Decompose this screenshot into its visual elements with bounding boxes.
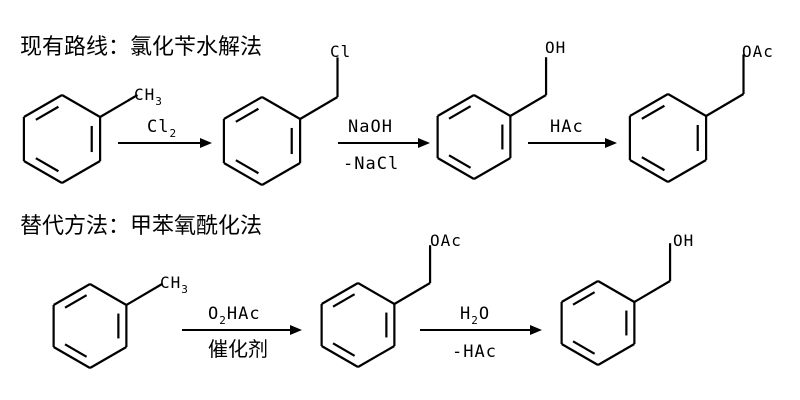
route1-benzyl-acetate-oac: OAc bbox=[742, 42, 774, 61]
route1-benzyl-chloride bbox=[222, 57, 339, 186]
route1-arrow3-head bbox=[605, 138, 617, 148]
ring-double-bond bbox=[35, 105, 59, 121]
substituent-bond bbox=[125, 283, 163, 306]
route1-benzyl-acetate bbox=[628, 54, 745, 183]
route1-step3-reagent: HAc bbox=[550, 117, 584, 137]
route2-title: 替代方法：甲苯氧酰化法 bbox=[20, 213, 262, 238]
ring-bond bbox=[223, 162, 263, 186]
ring-double-bond bbox=[572, 340, 596, 355]
route1-benzyl-alcohol-oh: OH bbox=[545, 38, 566, 57]
ring-bond bbox=[473, 94, 511, 117]
ring-bond bbox=[629, 93, 669, 117]
ring-double-bond bbox=[448, 105, 472, 120]
ring-bond bbox=[261, 96, 301, 120]
route1-toluene bbox=[22, 94, 139, 184]
ring-bond bbox=[561, 343, 599, 366]
substituent-bond bbox=[705, 93, 745, 117]
ring-double-bond bbox=[235, 159, 259, 175]
ring-bond bbox=[53, 346, 91, 369]
ring-bond bbox=[597, 343, 635, 366]
route2-toluene-ch3: CH3 bbox=[160, 273, 189, 296]
route2-arrow2-head bbox=[530, 325, 542, 335]
route2-step2-reagent: H2O bbox=[460, 304, 490, 327]
ring-double-bond bbox=[35, 157, 59, 173]
route2-step1-reagent: O2HAc bbox=[208, 304, 261, 327]
ring-double-bond bbox=[64, 343, 88, 358]
substituent-bond bbox=[99, 94, 139, 118]
ring-double-bond bbox=[448, 154, 472, 169]
ring-bond bbox=[629, 159, 669, 183]
ring-bond bbox=[561, 280, 599, 303]
ring-bond bbox=[89, 283, 127, 306]
ring-bond bbox=[23, 160, 63, 184]
route2-benzyl-acetate-oac: OAc bbox=[430, 231, 462, 250]
ring-bond bbox=[89, 346, 127, 369]
ring-bond bbox=[437, 157, 475, 180]
route1-arrow1-head bbox=[200, 138, 212, 148]
route1-step2-reagent: NaOH bbox=[348, 117, 393, 137]
route1-benzyl-chloride-cl: Cl bbox=[330, 42, 351, 61]
route2-benzyl-alcohol-oh: OH bbox=[673, 231, 694, 250]
ring-bond bbox=[321, 282, 359, 305]
ring-bond bbox=[473, 157, 511, 180]
route2-benzyl-acetate bbox=[320, 245, 432, 368]
ring-bond bbox=[61, 160, 101, 184]
ring-bond bbox=[223, 96, 263, 120]
ring-bond bbox=[357, 282, 395, 305]
ring-bond bbox=[23, 94, 63, 118]
ring-bond bbox=[61, 94, 101, 118]
route2-benzyl-alcohol bbox=[560, 243, 672, 366]
route1-benzyl-alcohol bbox=[436, 57, 548, 180]
ring-bond bbox=[321, 345, 359, 368]
route2-step1-catalyst: 催化剂 bbox=[208, 337, 268, 361]
route2-toluene bbox=[52, 283, 163, 369]
ring-bond bbox=[667, 159, 707, 183]
ring-double-bond bbox=[572, 291, 596, 306]
route1-toluene-ch3: CH3 bbox=[134, 85, 163, 108]
ring-bond bbox=[437, 94, 475, 117]
substituent-bond bbox=[393, 282, 431, 305]
ring-double-bond bbox=[641, 156, 665, 172]
ring-double-bond bbox=[332, 293, 356, 308]
substituent-bond bbox=[633, 280, 671, 303]
ring-double-bond bbox=[332, 342, 356, 357]
ring-double-bond bbox=[235, 107, 259, 123]
substituent-bond bbox=[509, 94, 547, 117]
route2-arrow1-head bbox=[290, 325, 302, 335]
ring-double-bond bbox=[641, 104, 665, 120]
ring-bond bbox=[261, 162, 301, 186]
route1-arrow2-head bbox=[418, 138, 430, 148]
ring-double-bond bbox=[64, 294, 88, 309]
route1-step2-byproduct: -NaCl bbox=[343, 154, 399, 174]
ring-bond bbox=[357, 345, 395, 368]
route1-title: 现有路线：氯化苄水解法 bbox=[20, 34, 262, 59]
ring-bond bbox=[53, 283, 91, 306]
substituent-bond bbox=[299, 96, 339, 120]
route1-step1-reagent: Cl2 bbox=[147, 117, 177, 140]
route2-step2-byproduct: -HAc bbox=[452, 342, 497, 362]
ring-bond bbox=[667, 93, 707, 117]
ring-bond bbox=[597, 280, 635, 303]
